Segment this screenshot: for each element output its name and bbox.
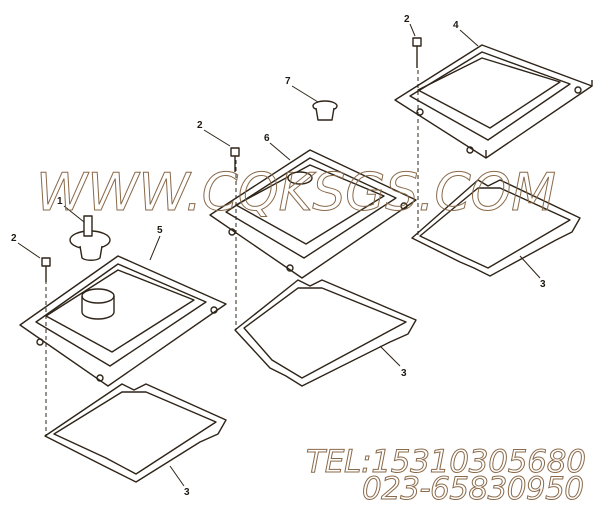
gasket-5 — [44, 383, 227, 483]
callout-2: 2 — [197, 120, 203, 131]
valve-cover-5 — [19, 255, 227, 387]
watermark-phone: 023-65830950 — [362, 471, 584, 507]
bolt-2-middle — [230, 147, 240, 172]
bolt-2-top — [412, 37, 422, 68]
callout-7: 7 — [285, 76, 291, 87]
watermark-site: WWW.CQKSGS.COM — [36, 163, 556, 223]
plug-7 — [312, 100, 338, 121]
gasket-4 — [411, 179, 581, 277]
leader-lines — [17, 23, 541, 487]
callout-6: 6 — [264, 133, 270, 144]
callout-1: 1 — [57, 196, 63, 207]
gasket-6 — [234, 279, 417, 387]
callout-3: 3 — [184, 487, 190, 498]
callout-2: 2 — [11, 233, 17, 244]
callout-3: 3 — [540, 279, 546, 290]
valve-cover-4 — [394, 44, 593, 159]
bolt-2-left — [41, 257, 51, 282]
callout-4: 4 — [453, 20, 459, 31]
valve-cover-6 — [209, 149, 417, 279]
filler-cap-1 — [69, 215, 111, 261]
callout-2: 2 — [404, 14, 410, 25]
callout-3: 3 — [401, 368, 407, 379]
watermark-tel: TEL:15310305680 — [306, 444, 586, 480]
callout-5: 5 — [157, 225, 163, 236]
